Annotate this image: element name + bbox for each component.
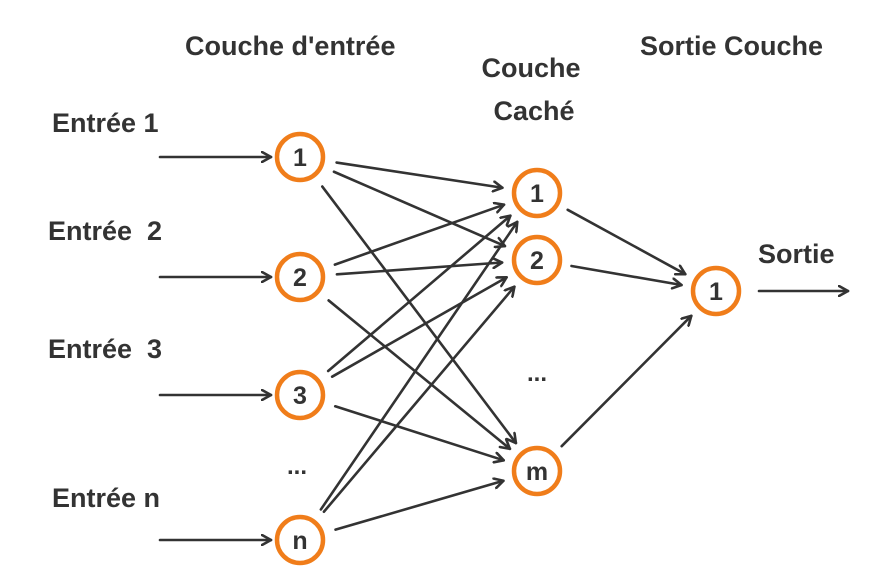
input-node-3-label: 3 <box>293 382 307 410</box>
input-node-2-label: 2 <box>293 264 307 292</box>
hidden-node-1-label: 1 <box>530 180 544 208</box>
hidden-node-m: m <box>511 445 563 497</box>
edge-input-1-to-hidden-m <box>320 185 518 445</box>
input-node-3: 3 <box>274 369 326 421</box>
hidden-node-2-circle <box>511 234 563 286</box>
output-label: Sortie <box>758 239 835 269</box>
input-node-1: 1 <box>274 131 326 183</box>
edge-input-3-to-hidden-m <box>333 404 505 460</box>
input-label-n: Entrée n <box>52 483 161 513</box>
edge-input-2-to-hidden-1 <box>333 205 506 266</box>
hidden-node-2: 2 <box>511 234 563 286</box>
input-label-2: Entrée 2 <box>48 216 163 246</box>
output-node-1: 1 <box>690 265 742 317</box>
input-layer-title: Couche d'entrée <box>185 31 396 61</box>
input-node-3-circle <box>274 369 326 421</box>
edge-hidden-1-to-output <box>566 208 687 274</box>
edge-hidden-2-to-output <box>570 264 683 285</box>
hidden-node-1-circle <box>511 167 563 219</box>
hidden-node-2-label: 2 <box>530 247 544 275</box>
hidden-layer-title-line2: Caché <box>493 96 575 126</box>
input-label-1: Entrée 1 <box>52 108 159 138</box>
edge-input-3-to-hidden-1 <box>326 214 512 373</box>
output-node-1-label: 1 <box>709 278 723 306</box>
edge-input-n-to-hidden-2 <box>322 285 516 514</box>
input-ellipsis: ... <box>287 453 307 480</box>
hidden-node-m-circle <box>511 445 563 497</box>
edge-input-1-to-hidden-1 <box>335 161 504 188</box>
input-node-n: n <box>274 514 326 566</box>
input-node-n-label: n <box>292 527 307 555</box>
edge-input-n-to-hidden-m <box>334 481 505 531</box>
output-node-1-circle <box>690 265 742 317</box>
hidden-layer-title-line1: Couche <box>481 53 581 83</box>
edge-hidden-m-to-output <box>560 314 693 448</box>
nodes-layer: 1 2 3 n 1 2 m 1 <box>274 131 742 566</box>
edge-input-2-to-hidden-m <box>327 299 512 451</box>
input-node-1-label: 1 <box>293 144 307 172</box>
edge-input-2-to-hidden-2 <box>335 263 504 276</box>
output-layer-title: Sortie Couche <box>640 31 824 61</box>
input-label-3: Entrée 3 <box>48 334 163 364</box>
hidden-node-1: 1 <box>511 167 563 219</box>
hidden-node-m-label: m <box>526 458 548 486</box>
edge-input-3-to-hidden-2 <box>330 276 508 378</box>
edge-input-1-to-hidden-2 <box>332 170 507 246</box>
input-node-2: 2 <box>274 251 326 303</box>
input-node-2-circle <box>274 251 326 303</box>
hidden-ellipsis: ... <box>527 360 547 387</box>
connections-layer <box>158 157 850 540</box>
edge-input-n-to-hidden-1 <box>319 220 519 511</box>
input-node-1-circle <box>274 131 326 183</box>
input-node-n-circle <box>274 514 326 566</box>
